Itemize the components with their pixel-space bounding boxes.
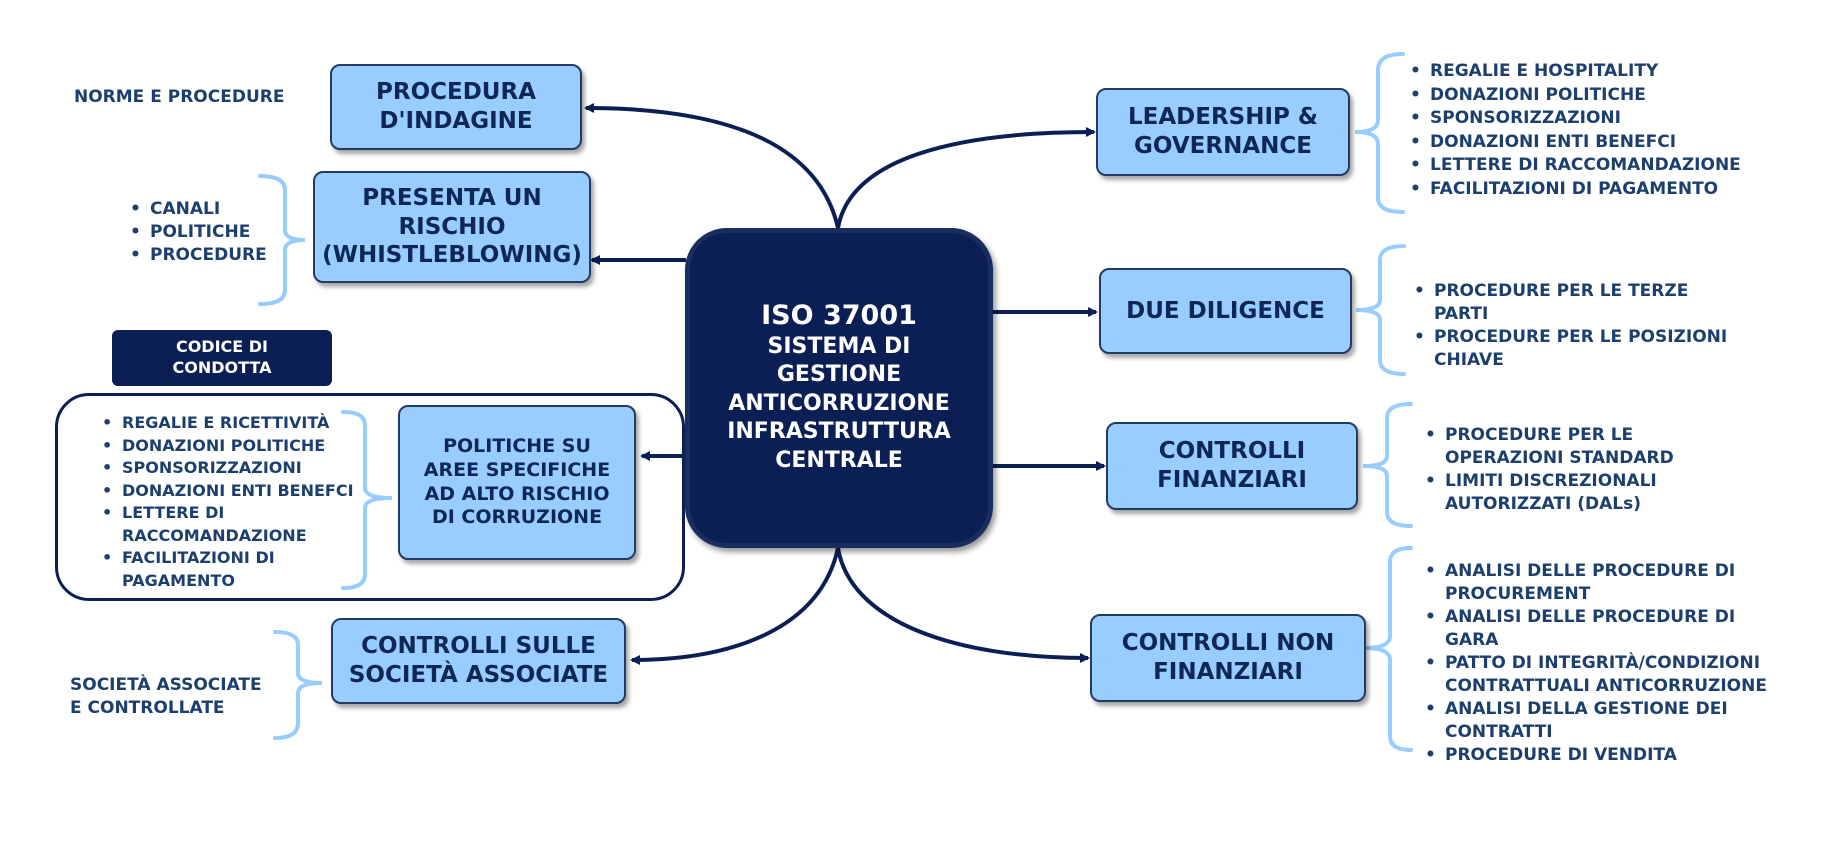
bracket-societa xyxy=(273,630,323,740)
node-procedura-indagine: PROCEDURA D'INDAGINE xyxy=(330,64,582,150)
node-line: RISCHIO xyxy=(398,213,506,240)
node-line: CONTROLLI xyxy=(1158,438,1306,465)
bracket-whistleblowing xyxy=(258,174,306,306)
codice-condotta-pill: CODICE DI CONDOTTA xyxy=(112,330,332,386)
arrow-to-controlli-non-finanziari xyxy=(836,547,1090,663)
node-line: DUE DILIGENCE xyxy=(1126,297,1325,324)
list-item: SPONSORIZZAZIONI xyxy=(1408,107,1741,131)
node-line: (WHISTLEBLOWING) xyxy=(322,242,582,269)
node-controlli-non-finanziari: CONTROLLI NON FINANZIARI xyxy=(1090,614,1366,702)
list-item: LETTERE DI RACCOMANDAZIONE xyxy=(1408,154,1741,178)
societa-label: SOCIETÀ ASSOCIATE E CONTROLLATE xyxy=(70,674,262,720)
leadership-list: REGALIE E HOSPITALITY DONAZIONI POLITICH… xyxy=(1408,60,1741,201)
due-diligence-list: PROCEDURE PER LE TERZE PARTI PROCEDURE P… xyxy=(1412,280,1742,372)
list-item: REGALIE E HOSPITALITY xyxy=(1408,60,1741,84)
whistleblowing-list: CANALI POLITICHE PROCEDURE xyxy=(128,198,267,267)
list-item: ANALISI DELLE PROCEDURE DI PROCUREMENT xyxy=(1423,560,1745,606)
list-item: DONAZIONI ENTI BENEFCI xyxy=(100,480,370,503)
node-due-diligence: DUE DILIGENCE xyxy=(1099,268,1352,354)
node-line: DI CORRUZIONE xyxy=(431,506,603,529)
list-item: PROCEDURE DI VENDITA xyxy=(1423,744,1793,767)
arrow-to-leadership xyxy=(836,127,1096,229)
node-line: GOVERNANCE xyxy=(1134,133,1312,159)
central-line: ANTICORRUZIONE xyxy=(728,390,950,416)
node-line: PROCEDURA xyxy=(376,79,536,106)
list-item: FACILITAZIONI DI PAGAMENTO xyxy=(100,547,302,592)
node-line: PRESENTA UN xyxy=(362,184,542,211)
node-line: FINANZIARI xyxy=(1153,659,1303,685)
list-item: POLITICHE xyxy=(128,221,267,244)
list-item: ANALISI DELLA GESTIONE DEI CONTRATTI xyxy=(1423,698,1745,744)
node-line: LEADERSHIP & xyxy=(1128,104,1318,131)
arrow-to-procedura-indagine xyxy=(584,103,840,229)
central-line: INFRASTRUTTURA xyxy=(727,419,951,445)
pill-line: CODICE DI xyxy=(175,337,269,357)
list-item: DONAZIONI ENTI BENEFCI xyxy=(1408,131,1741,155)
node-line: CONTROLLI NON xyxy=(1121,630,1335,657)
list-item: FACILITAZIONI DI PAGAMENTO xyxy=(1408,178,1741,202)
list-item: PATTO DI INTEGRITÀ/CONDIZIONI CONTRATTUA… xyxy=(1423,652,1775,698)
list-item: PROCEDURE PER LE POSIZIONI CHIAVE xyxy=(1412,326,1742,372)
label-line: SOCIETÀ ASSOCIATE xyxy=(70,675,262,695)
list-item: CANALI xyxy=(128,198,267,221)
central-title: ISO 37001 xyxy=(761,300,917,332)
list-item: SPONSORIZZAZIONI xyxy=(100,457,370,480)
list-item: PROCEDURE PER LE TERZE PARTI xyxy=(1412,280,1742,326)
list-item: PROCEDURE PER LE OPERAZIONI STANDARD xyxy=(1423,424,1753,470)
pill-line: CONDOTTA xyxy=(172,358,272,377)
list-item: LETTERE DI RACCOMANDAZIONE xyxy=(100,502,342,547)
norme-label: NORME E PROCEDURE xyxy=(74,87,285,107)
list-item: DONAZIONI POLITICHE xyxy=(100,435,370,458)
bracket-controlli-non-finanziari xyxy=(1364,546,1413,752)
bracket-controlli-finanziari xyxy=(1362,402,1413,528)
node-line: CONTROLLI SULLE xyxy=(361,633,596,660)
list-item: DONAZIONI POLITICHE xyxy=(1408,84,1741,108)
politiche-list: REGALIE E RICETTIVITÀ DONAZIONI POLITICH… xyxy=(100,412,370,592)
node-politiche: POLITICHE SU AREE SPECIFICHE AD ALTO RIS… xyxy=(398,405,636,560)
node-line: POLITICHE SU xyxy=(443,435,591,457)
node-line: AD ALTO RISCHIO xyxy=(424,482,610,505)
controlli-non-finanziari-list: ANALISI DELLE PROCEDURE DI PROCUREMENT A… xyxy=(1423,560,1793,767)
bracket-leadership xyxy=(1354,52,1405,214)
label-line: E CONTROLLATE xyxy=(70,697,225,718)
central-line: CENTRALE xyxy=(775,448,903,474)
node-line: D'INDAGINE xyxy=(379,108,533,134)
node-leadership: LEADERSHIP & GOVERNANCE xyxy=(1096,88,1350,176)
node-line: AREE SPECIFICHE xyxy=(423,458,611,481)
politiche-group xyxy=(55,393,685,601)
node-controlli-finanziari: CONTROLLI FINANZIARI xyxy=(1106,422,1358,510)
node-whistleblowing: PRESENTA UN RISCHIO (WHISTLEBLOWING) xyxy=(313,171,591,283)
node-controlli-societa: CONTROLLI SULLE SOCIETÀ ASSOCIATE xyxy=(331,618,626,704)
controlli-finanziari-list: PROCEDURE PER LE OPERAZIONI STANDARD LIM… xyxy=(1423,424,1753,516)
list-item: REGALIE E RICETTIVITÀ xyxy=(100,412,370,435)
node-line: FINANZIARI xyxy=(1157,467,1307,493)
central-line: GESTIONE xyxy=(776,362,902,388)
central-node: ISO 37001 SISTEMA DI GESTIONE ANTICORRUZ… xyxy=(685,228,993,548)
arrow-to-controlli-societa xyxy=(630,547,840,665)
list-item: LIMITI DISCREZIONALI AUTORIZZATI (DALs) xyxy=(1423,470,1685,516)
bracket-due-diligence xyxy=(1355,244,1406,376)
list-item: PROCEDURE xyxy=(128,244,267,267)
node-line: SOCIETÀ ASSOCIATE xyxy=(348,662,609,688)
list-item: ANALISI DELLE PROCEDURE DI GARA xyxy=(1423,606,1793,652)
central-line: SISTEMA DI xyxy=(767,333,911,359)
